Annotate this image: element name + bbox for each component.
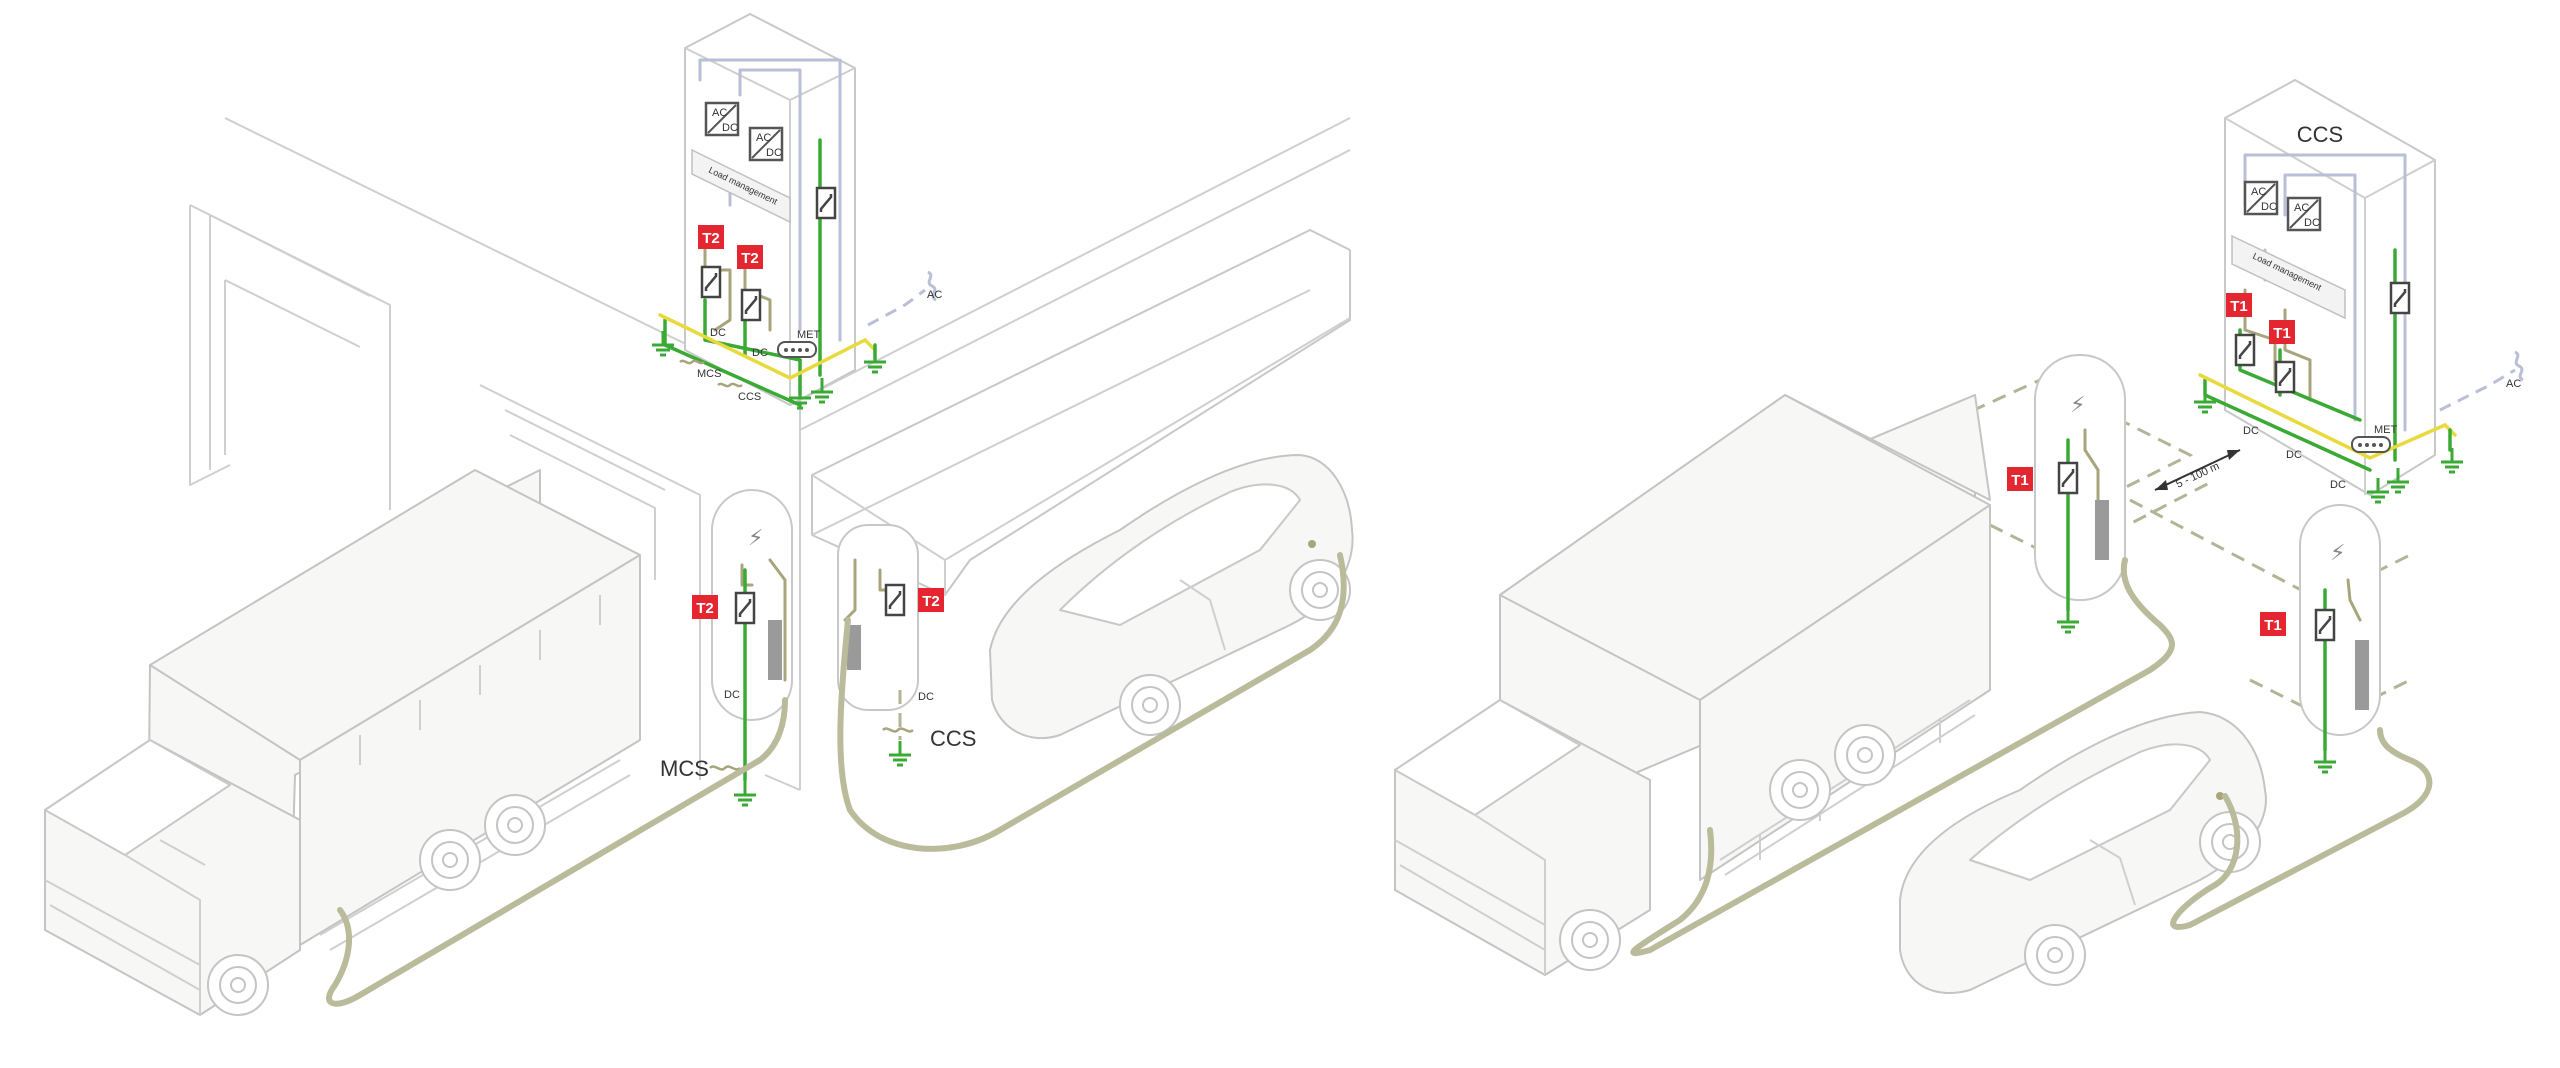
meter-label: MET: [797, 329, 821, 341]
left-scene: AC DC AC DC Load management T2: [44, 13, 1354, 1016]
left-mcs-charger: ⚡ T2 DC MCS: [660, 489, 793, 807]
right-ac-label: AC: [2506, 378, 2521, 390]
right-cabinet-spd-badge-1: T1: [2226, 293, 2252, 317]
meter: MET: [777, 329, 821, 358]
right-converter-2-dc-label: DC: [2304, 217, 2320, 229]
converter-2-dc-label: DC: [766, 147, 782, 159]
mcs-wave-icon: [709, 765, 741, 771]
converter-1-dc-label: DC: [722, 122, 738, 134]
left-cabinet: AC DC AC DC Load management T2: [650, 13, 942, 410]
right-converter-1-dc-label: DC: [2261, 201, 2277, 213]
right-converter-2: AC DC: [2286, 196, 2322, 232]
car-charger-dc-route-lower: [2249, 678, 2411, 722]
right-cabinet-title: CCS: [2297, 122, 2343, 147]
cabinet-spd-badge-1: T2: [698, 225, 724, 249]
right-truck-charger-spd-badge: T1: [2007, 467, 2033, 491]
lightning-icon: ⚡: [748, 525, 763, 550]
svg-text:T2: T2: [696, 600, 714, 617]
car-charging-cable: [837, 552, 1347, 852]
ac-dc-converter-2: AC DC: [748, 126, 784, 162]
right-cabinet: CCS AC DC AC DC: [2192, 79, 2524, 504]
right-cabinet-spd-badge-2: T1: [2269, 320, 2295, 344]
right-surge-protector-1-icon: [2234, 333, 2256, 367]
right-truck-charger-ground-icon: [2055, 606, 2081, 634]
right-car-charger-surge-protector-icon: [2314, 608, 2336, 642]
mcs-output-label: MCS: [697, 368, 721, 380]
converter-1-ac-label: AC: [712, 107, 727, 119]
surge-protector-1-icon: [700, 265, 722, 299]
mcs-charger-surge-protector-icon: [734, 591, 756, 625]
svg-text:T2: T2: [741, 250, 759, 267]
right-cabinet-surge-protector-icon: [2389, 281, 2411, 315]
right-converter-2-ac-label: AC: [2294, 202, 2309, 214]
ac-supply-wave-icon: [927, 270, 937, 302]
right-truck-charger-surge-protector-icon: [2057, 461, 2079, 495]
warehouse-building: [189, 117, 1351, 791]
mcs-charger-label: MCS: [660, 756, 709, 781]
right-car: [1899, 711, 2267, 995]
ccs-charger-ground-icon: [887, 739, 913, 767]
converter-2-ac-label: AC: [756, 132, 771, 144]
right-scene: CCS AC DC AC DC: [1394, 79, 2524, 995]
right-ac-supply-line: [2439, 368, 2516, 412]
ccs-output-wave-icon: [717, 382, 743, 388]
canopy: [811, 229, 1351, 596]
right-car-charger-lightning-icon: ⚡: [2330, 540, 2345, 565]
mcs-charger-dc-label: DC: [724, 689, 740, 701]
right-meter: MET: [2351, 424, 2398, 453]
left-car: [989, 454, 1354, 740]
cabinet-spd-badge-2: T2: [737, 245, 763, 269]
svg-text:T2: T2: [922, 593, 940, 610]
right-dc-label-3: DC: [2330, 479, 2346, 491]
right-car-charging-cable: [2170, 727, 2433, 930]
left-truck: [44, 469, 641, 1016]
cabinet-ground-icon-1: [650, 329, 676, 357]
mcs-charger-ground-icon: [732, 779, 758, 807]
ccs-charger-dc-label: DC: [918, 691, 934, 703]
right-truck-charger: ⚡ T1: [2007, 354, 2126, 634]
ac-supply-line: [867, 288, 926, 327]
svg-text:T1: T1: [2230, 298, 2248, 315]
ccs-charger-surge-protector-icon: [884, 583, 906, 617]
surge-protector-2-icon: [740, 288, 762, 322]
ac-dc-converter-1: AC DC: [704, 101, 740, 137]
mcs-output-wave-icon: [679, 359, 705, 365]
right-car-charger: ⚡ T1: [2260, 504, 2381, 774]
svg-text:T1: T1: [2011, 472, 2029, 489]
distance-indicator: 5 - 100 m: [2154, 449, 2241, 491]
right-truck-charger-lightning-icon: ⚡: [2070, 392, 2085, 417]
cabinet-ground-icon-4: [862, 346, 888, 374]
right-surge-protector-2-icon: [2274, 360, 2296, 394]
ccs-output-label: CCS: [738, 391, 761, 403]
cabinet-dc-label-1: DC: [710, 327, 726, 339]
right-converter-1: AC DC: [2243, 180, 2279, 216]
left-ccs-charger: T2 DC CCS: [837, 524, 976, 767]
truck-charging-cable: [326, 697, 788, 1007]
right-dc-label-2: DC: [2286, 449, 2302, 461]
right-car-charger-spd-badge: T1: [2260, 612, 2286, 636]
cabinet-dc-label-2: DC: [752, 347, 768, 359]
right-truck: [1394, 394, 1991, 976]
svg-text:T1: T1: [2264, 617, 2282, 634]
right-meter-label: MET: [2374, 424, 2398, 436]
right-converter-1-ac-label: AC: [2251, 186, 2266, 198]
right-car-charger-ground-icon: [2312, 746, 2338, 774]
svg-text:T2: T2: [702, 230, 720, 247]
ccs-charger-label: CCS: [930, 726, 976, 751]
right-ac-wave-icon: [2514, 350, 2524, 382]
cabinet-surge-protector-icon: [815, 186, 837, 220]
ccs-wave-icon: [882, 727, 914, 733]
svg-text:T1: T1: [2273, 325, 2291, 342]
distance-label: 5 - 100 m: [2174, 460, 2221, 491]
right-truck-charging-cable: [1630, 557, 2175, 957]
right-dc-label-1: DC: [2243, 425, 2259, 437]
mcs-charger-spd-badge: T2: [692, 595, 718, 619]
ccs-charger-spd-badge: T2: [918, 588, 944, 612]
right-cabinet-ground-icon-4: [2439, 446, 2465, 474]
ac-supply-label: AC: [927, 289, 942, 301]
